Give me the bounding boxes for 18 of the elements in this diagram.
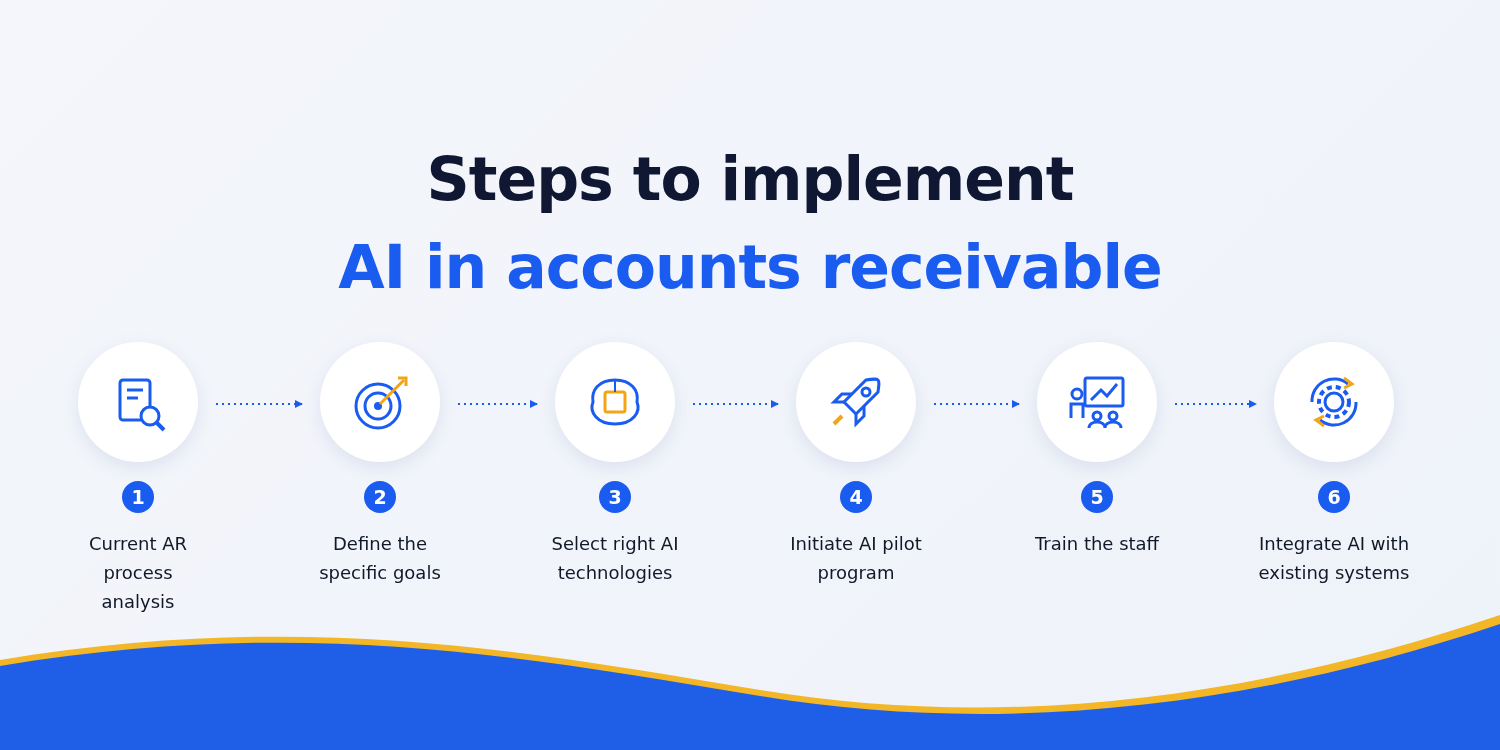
dotted-arrow <box>215 400 303 408</box>
dotted-arrow <box>1174 400 1257 408</box>
dotted-arrow <box>692 400 779 408</box>
step-caption: Define the specific goals <box>318 532 442 585</box>
step-caption: Select right AI technologies <box>550 532 680 585</box>
dotted-arrow <box>933 400 1020 408</box>
step-caption: Initiate AI pilot program <box>789 532 923 585</box>
step-number-badge: 6 <box>1318 481 1350 513</box>
step-number-badge: 5 <box>1081 481 1113 513</box>
step-number-badge: 3 <box>599 481 631 513</box>
title: Steps to implement AI in accounts receivable <box>337 143 1163 304</box>
step-number-badge: 1 <box>122 481 154 513</box>
dotted-arrow <box>457 400 538 408</box>
step-caption: Current AR process analysis <box>87 532 189 614</box>
step-number-badge: 2 <box>364 481 396 513</box>
step-caption: Train the staff <box>1033 532 1161 556</box>
step-caption: Integrate AI with existing systems <box>1257 532 1411 585</box>
step-number-badge: 4 <box>840 481 872 513</box>
